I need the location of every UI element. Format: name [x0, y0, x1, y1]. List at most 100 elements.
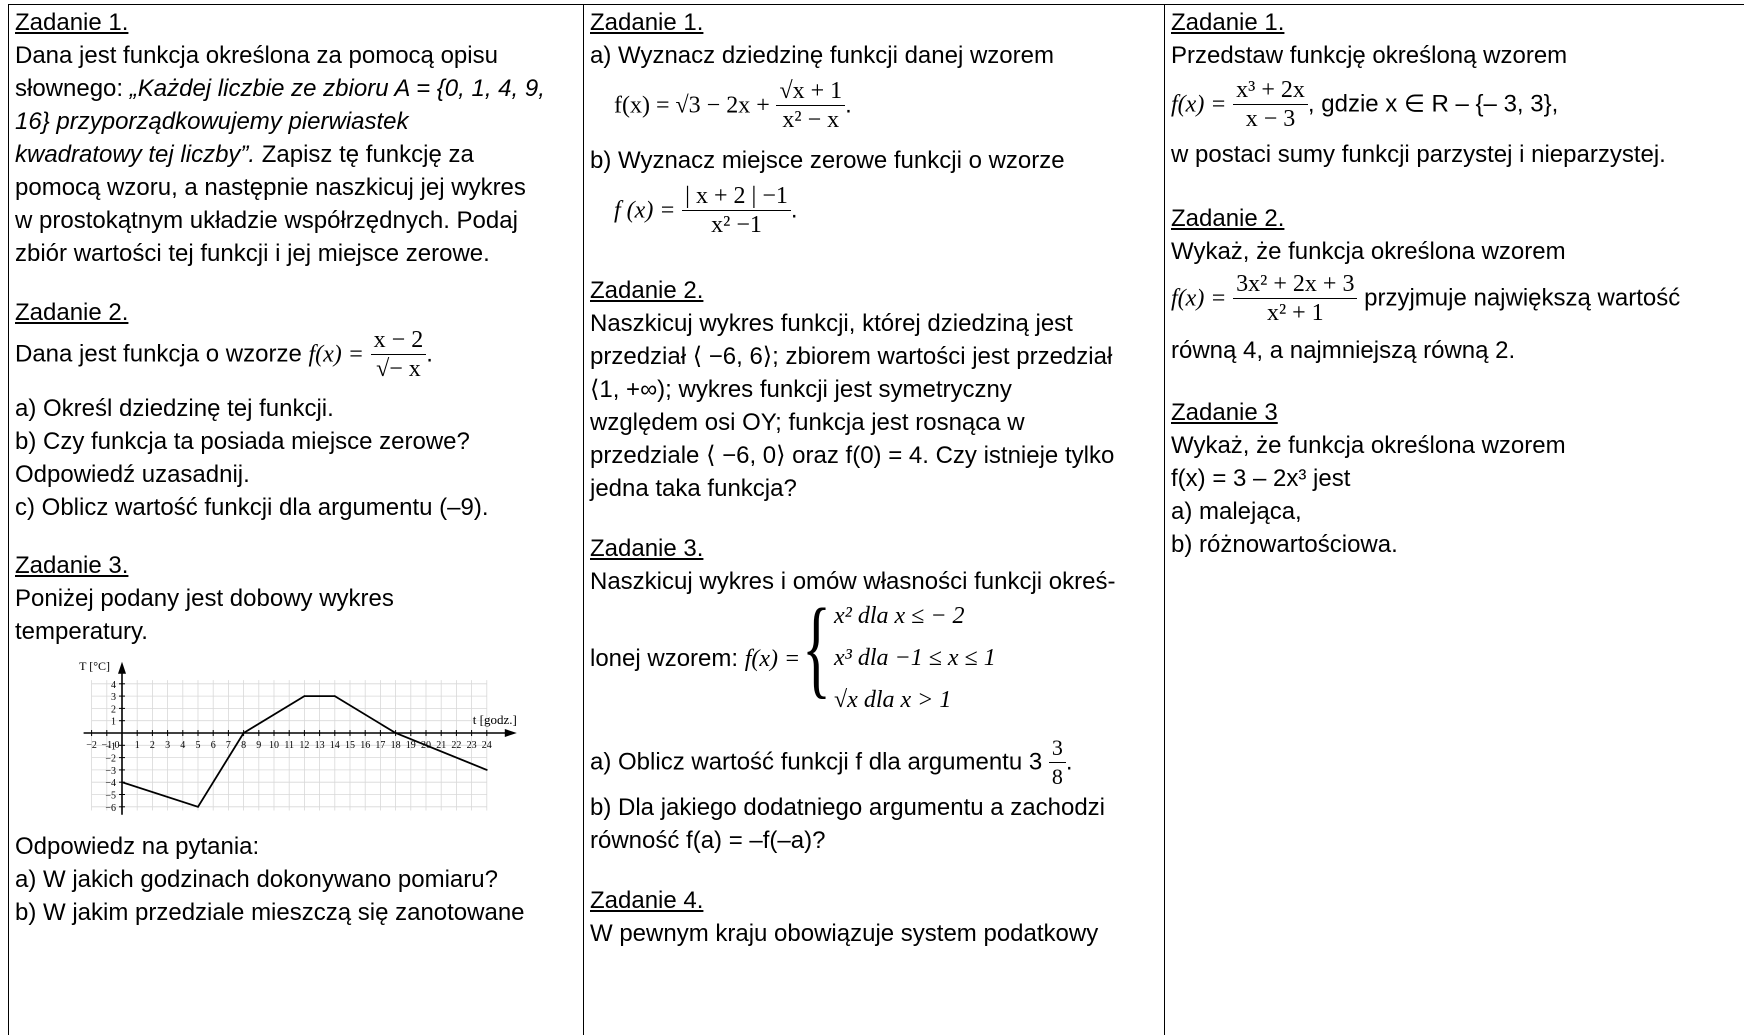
column-3: Zadanie 1. Przedstaw funkcję określoną w… — [1164, 4, 1746, 1035]
c2-z4-title: Zadanie 4. — [590, 887, 704, 914]
x-tick-label: 4 — [180, 740, 185, 751]
c1-z2-formula: Dana jest funkcja o wzorze f(x) = x − 2√… — [15, 327, 433, 382]
y-tick-label: 3 — [111, 692, 116, 703]
x-tick-label: 9 — [256, 740, 261, 751]
c1-z1-line: słownego: „Każdej liczbie ze zbioru A = … — [15, 75, 545, 102]
c1-z1-title: Zadanie 1. — [15, 9, 129, 36]
x-axis-arrow — [504, 729, 517, 737]
c3-z2-title: Zadanie 2. — [1171, 205, 1285, 232]
c1-z3-line: temperatury. — [15, 618, 148, 645]
c1-z1-line: pomocą wzoru, a następnie naszkicuj jej … — [15, 174, 526, 201]
c2-z3-b1: b) Dla jakiego dodatniego argumentu a za… — [590, 794, 1106, 821]
x-tick-label: 7 — [226, 740, 231, 751]
c2-z3-case: √x dla x > 1 — [834, 687, 952, 713]
x-tick-label: 3 — [165, 740, 170, 751]
c2-z2-title: Zadanie 2. — [590, 277, 704, 304]
c1-z2-title: Zadanie 2. — [15, 299, 129, 326]
temperature-point — [485, 769, 488, 771]
y-tick-label: −2 — [105, 754, 116, 765]
c2-z2-line: przedziale ⟨ −6, 0⟩ oraz f(0) = 4. Czy i… — [590, 442, 1115, 469]
c1-z1-line: zbiór wartości tej funkcji i jej miejsce… — [15, 240, 490, 267]
column-1: Zadanie 1. Dana jest funkcja określona z… — [8, 4, 583, 1035]
c2-z4-line: W pewnym kraju obowiązuje system podatko… — [590, 920, 1099, 947]
x-tick-label: 13 — [315, 740, 325, 751]
c3-z3-line: Wykaż, że funkcja określona wzorem — [1171, 432, 1566, 459]
x-tick-label: −1 — [101, 740, 112, 751]
x-tick-label: 11 — [284, 740, 294, 751]
c3-z1-title: Zadanie 1. — [1171, 9, 1285, 36]
x-tick-label: 23 — [467, 740, 477, 751]
x-tick-label: 8 — [241, 740, 246, 751]
temperature-point — [121, 781, 123, 784]
temperature-point — [242, 732, 245, 734]
y-tick-label: −5 — [105, 791, 116, 802]
x-tick-label: 21 — [436, 740, 446, 751]
x-tick-label: 0 — [115, 740, 120, 751]
c1-z1-line: w prostokątnym układzie współrzędnych. P… — [15, 207, 518, 234]
y-tick-label: −4 — [105, 778, 116, 789]
y-tick-label: −1 — [105, 741, 116, 752]
c1-z3-a: a) W jakich godzinach dokonywano pomiaru… — [15, 866, 498, 893]
c2-z2-line: przedział ⟨ −6, 6⟩; zbiorem wartości jes… — [590, 343, 1113, 370]
x-tick-label: 10 — [269, 740, 279, 751]
c1-z1-line: 16} przyporządkowujemy pierwiastek — [15, 108, 409, 135]
x-tick-label: 15 — [345, 740, 355, 751]
x-tick-label: 24 — [482, 740, 492, 751]
column-2: Zadanie 1. a) Wyznacz dziedzinę funkcji … — [583, 4, 1164, 1035]
y-axis-arrow — [118, 661, 126, 674]
c3-z3-a: a) malejąca, — [1171, 498, 1302, 525]
x-tick-label: 1 — [135, 740, 140, 751]
c3-z2-line: równą 4, a najmniejszą równą 2. — [1171, 337, 1516, 364]
c3-z1-line: Przedstaw funkcję określoną wzorem — [1171, 42, 1568, 69]
c1-z2-b: b) Czy funkcja ta posiada miejsce zerowe… — [15, 428, 470, 455]
c2-z3-case: x³ dla −1 ≤ x ≤ 1 — [834, 645, 996, 671]
x-tick-label: 12 — [299, 740, 309, 751]
worksheet-frame — [8, 4, 1744, 1036]
c1-z3-line: Poniżej podany jest dobowy wykres — [15, 585, 394, 612]
x-tick-label: 19 — [406, 740, 416, 751]
c2-z1-title: Zadanie 1. — [590, 9, 704, 36]
y-tick-label: 1 — [111, 717, 116, 728]
x-tick-label: 18 — [391, 740, 401, 751]
temperature-point — [394, 732, 397, 734]
c1-z2-b2: Odpowiedź uzasadnij. — [15, 461, 250, 488]
c1-z3-b: b) W jakim przedziale mieszczą się zanot… — [15, 899, 525, 926]
c2-z3-b2: równość f(a) = –f(–a)? — [590, 827, 826, 854]
temperature-point — [333, 695, 336, 697]
c3-z2-line: Wykaż, że funkcja określona wzorem — [1171, 238, 1566, 265]
c2-z3-lead: lonej wzorem: f(x) = — [590, 645, 801, 672]
c2-z3-line: Naszkicuj wykres i omów własności funkcj… — [590, 568, 1116, 595]
c1-z1-line: kwadratowy tej liczby”. Zapisz tę funkcj… — [15, 141, 474, 168]
c1-z2-a: a) Określ dziedzinę tej funkcji. — [15, 395, 334, 422]
x-tick-label: −2 — [86, 740, 97, 751]
x-tick-label: 17 — [375, 740, 385, 751]
c3-z3-title: Zadanie 3 — [1171, 399, 1278, 426]
temperature-point — [303, 695, 306, 697]
c1-z1-line: Dana jest funkcja określona za pomocą op… — [15, 42, 498, 69]
c2-z2-line: jedna taka funkcja? — [590, 475, 797, 502]
x-tick-label: 14 — [330, 740, 340, 751]
x-axis-label: t [godz.] — [473, 712, 517, 727]
c2-z3-case: x² dla x ≤ − 2 — [834, 603, 965, 629]
c1-z3-question: Odpowiedz na pytania: — [15, 833, 260, 860]
c3-z1-line: w postaci sumy funkcji parzystej i niepa… — [1171, 141, 1666, 168]
c2-z3-brace: { — [802, 586, 832, 708]
c2-z1-a: a) Wyznacz dziedzinę funkcji danej wzore… — [590, 42, 1054, 69]
c2-z3-title: Zadanie 3. — [590, 535, 704, 562]
y-tick-label: 2 — [111, 704, 116, 715]
y-tick-label: 4 — [111, 680, 116, 691]
x-tick-label: 5 — [196, 740, 201, 751]
c2-z2-line: względem osi OY; funkcja jest rosnąca w — [590, 409, 1025, 436]
y-tick-label: −6 — [105, 803, 116, 814]
c3-z3-line: f(x) = 3 – 2x³ jest — [1171, 465, 1351, 492]
x-tick-label: 2 — [150, 740, 155, 751]
x-tick-label: 6 — [211, 740, 216, 751]
c2-z2-line: Naszkicuj wykres funkcji, której dziedzi… — [590, 310, 1073, 337]
c2-z1-b: b) Wyznacz miejsce zerowe funkcji o wzor… — [590, 147, 1065, 174]
x-tick-label: 16 — [360, 740, 370, 751]
